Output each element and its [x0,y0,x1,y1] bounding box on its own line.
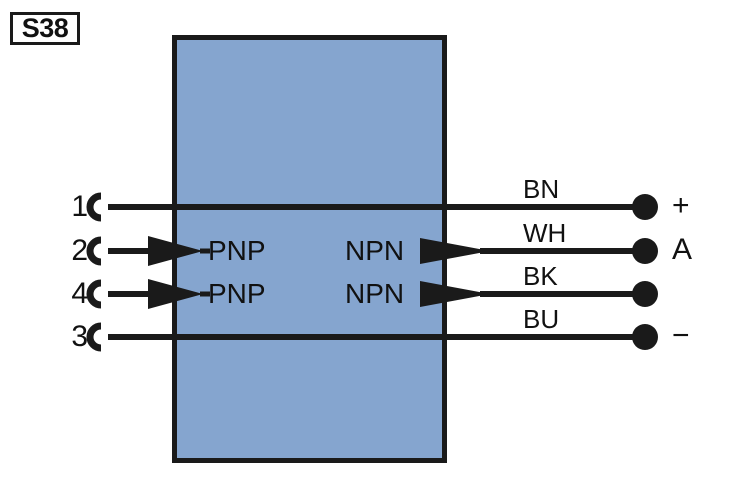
input-type-label-pnp-1: PNP [208,235,266,266]
terminal-label-negative: − [672,319,690,352]
wire-code-bk: BK [523,261,558,291]
wire-code-bn: BN [523,174,560,204]
wire-code-wh: WH [523,218,567,248]
pin-number-2: 2 [71,234,88,267]
output-arrow-npn-1 [420,238,490,264]
terminal-dot-4 [632,324,658,350]
sensor-body-rect [172,35,447,463]
output-type-label-npn-2: NPN [345,278,405,309]
pin-number-4: 4 [71,277,88,310]
input-arrow-pnp-1 [148,236,203,266]
terminal-dot-1 [632,194,658,220]
terminal-dot-3 [632,281,658,307]
input-type-label-pnp-2: PNP [208,278,266,309]
connector-hook-pin-4 [86,279,102,309]
terminal-label-positive: + [672,189,690,222]
pin-number-1: 1 [71,190,88,223]
wire-code-bu: BU [523,304,560,334]
input-arrow-pnp-2 [148,279,203,309]
terminal-label-a: A [672,233,693,266]
output-type-label-npn-1: NPN [345,235,405,266]
pin-number-3: 3 [71,320,88,353]
device-tag-label: S38 [21,13,69,43]
connector-hook-pin-3 [86,322,102,352]
connector-hook-pin-1 [86,192,102,222]
output-arrow-npn-2 [420,281,490,307]
device-tag-box: S38 [10,12,80,45]
connector-hook-pin-2 [86,236,102,266]
terminal-dot-2 [632,238,658,264]
